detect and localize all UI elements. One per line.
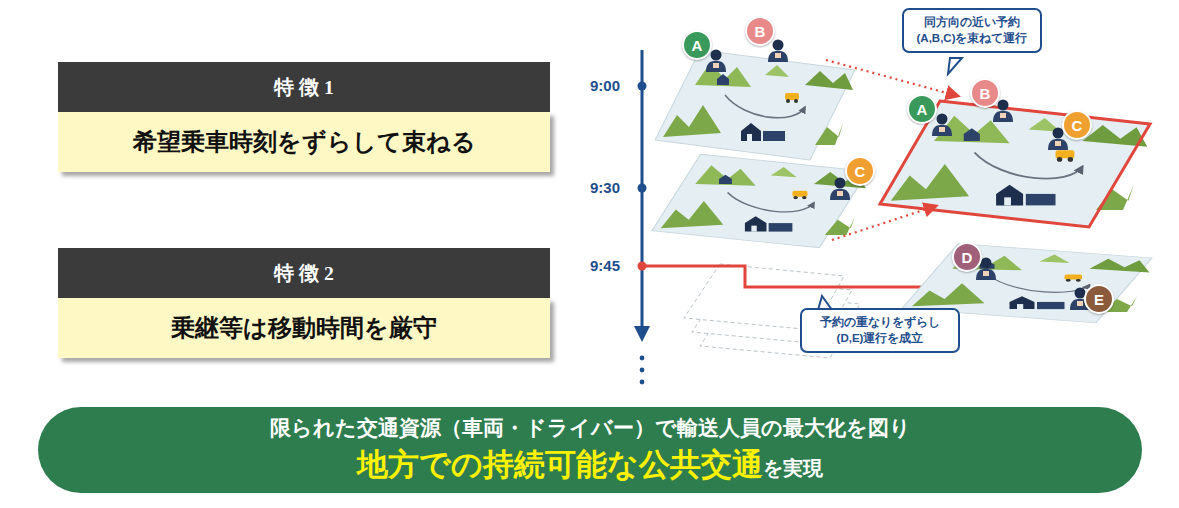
passenger-letter: C — [855, 163, 866, 180]
time-tick — [638, 82, 647, 91]
time-label: 9:30 — [590, 179, 620, 196]
banner-text: 限られた交通資源（車両・ドライバー）で輸送人員の最大化を図り — [38, 413, 1142, 443]
feature-heading: 特 徴 1 — [58, 62, 550, 112]
time-tick — [638, 262, 647, 271]
person-figure — [768, 40, 788, 63]
time-label: 9:00 — [590, 77, 620, 94]
passenger-circle: A — [682, 30, 712, 60]
map-tile — [652, 154, 868, 248]
feature-text: 希望乗車時刻をずらして束ねる — [58, 112, 550, 172]
feature-box: 特 徴 1希望乗車時刻をずらして束ねる — [58, 62, 550, 172]
banner-suffix: を実現 — [763, 457, 823, 479]
passenger-letter: A — [692, 37, 703, 54]
callout-text: 予約の重なりをずらし (D,E)運行を成立 — [820, 316, 940, 344]
passenger-circle: A — [907, 94, 937, 124]
feature-heading: 特 徴 2 — [58, 248, 550, 298]
passenger-letter: B — [980, 85, 991, 102]
passenger-circle: B — [745, 16, 775, 46]
passenger-circle: D — [952, 242, 982, 272]
transfer-arrow — [832, 206, 936, 240]
time-label: 9:45 — [590, 257, 620, 274]
person-figure — [932, 114, 952, 137]
passenger-circle: B — [970, 78, 1000, 108]
map-tile — [655, 50, 855, 160]
transfer-arrow — [826, 60, 958, 96]
continuation-dot — [640, 368, 645, 373]
callout-tail — [948, 58, 962, 74]
person-figure — [830, 178, 850, 201]
passenger-letter: C — [1072, 117, 1083, 134]
time-tick — [638, 184, 647, 193]
feature-text: 乗継等は移動時間を厳守 — [58, 298, 550, 358]
passenger-circle: C — [1062, 110, 1092, 140]
passenger-letter: D — [962, 249, 973, 266]
callout-box: 予約の重なりをずらし (D,E)運行を成立 — [800, 308, 960, 353]
callout-text: 同方向の近い予約 (A,B,C)を束ねて運行 — [917, 16, 1028, 44]
continuation-dot — [640, 380, 645, 385]
passenger-circle: E — [1084, 284, 1114, 314]
callout-box: 同方向の近い予約 (A,B,C)を束ねて運行 — [902, 8, 1042, 53]
axis-arrow — [634, 326, 650, 342]
summary-banner: 限られた交通資源（車両・ドライバー）で輸送人員の最大化を図り地方での持続可能な公… — [38, 407, 1142, 493]
shift-line — [642, 266, 962, 287]
passenger-letter: B — [755, 23, 766, 40]
passenger-letter: E — [1094, 291, 1104, 308]
passenger-circle: C — [845, 156, 875, 186]
continuation-dot — [640, 356, 645, 361]
banner-highlight: 地方での持続可能な公共交通 — [357, 447, 763, 482]
feature-box: 特 徴 2乗継等は移動時間を厳守 — [58, 248, 550, 358]
passenger-letter: A — [917, 101, 928, 118]
